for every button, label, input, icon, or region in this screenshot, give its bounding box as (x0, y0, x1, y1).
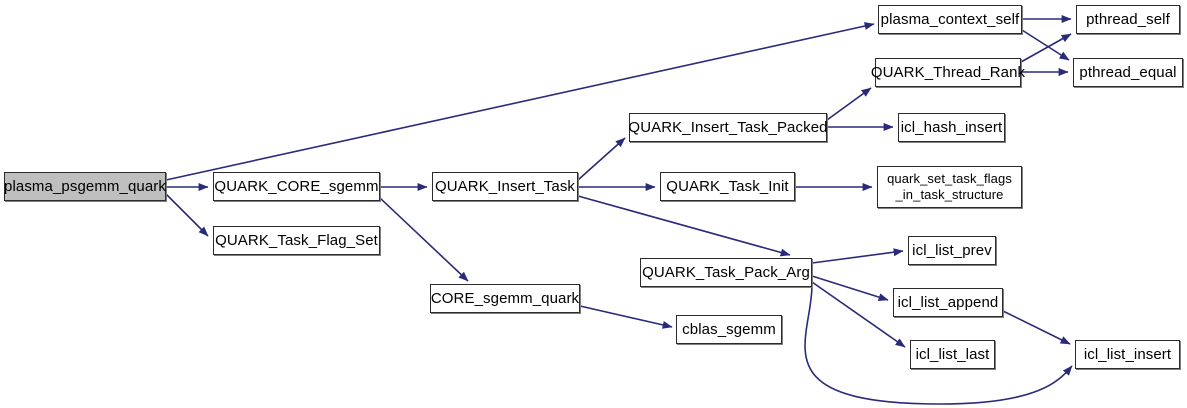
node-label-quark_set_task_flags: quark_set_task_flags _in_task_structure (887, 171, 1012, 202)
node-quark_set_task_flags[interactable]: quark_set_task_flags _in_task_structure (877, 166, 1022, 208)
edge-QUARK_Insert_Task-to-QUARK_Insert_Task_Packed (577, 137, 626, 181)
node-label-icl_list_last: icl_list_last (915, 346, 990, 363)
node-icl_list_prev[interactable]: icl_list_prev (908, 236, 996, 265)
node-label-QUARK_Task_Init: QUARK_Task_Init (666, 178, 789, 195)
node-icl_hash_insert[interactable]: icl_hash_insert (898, 113, 1005, 142)
node-label-icl_list_insert: icl_list_insert (1083, 346, 1172, 363)
node-QUARK_Task_Pack_Arg[interactable]: QUARK_Task_Pack_Arg (640, 258, 812, 287)
node-plasma_psgemm_quark[interactable]: plasma_psgemm_quark (4, 172, 166, 201)
edge-QUARK_Task_Pack_Arg-to-icl_list_prev (811, 248, 904, 264)
edge-QUARK_Insert_Task_Packed-to-QUARK_Thread_Rank (826, 87, 872, 121)
node-QUARK_Task_Flag_Set[interactable]: QUARK_Task_Flag_Set (213, 226, 380, 255)
node-QUARK_CORE_sgemm[interactable]: QUARK_CORE_sgemm (213, 172, 380, 201)
node-label-pthread_equal: pthread_equal (1079, 64, 1177, 81)
node-icl_list_insert[interactable]: icl_list_insert (1075, 340, 1180, 369)
node-label-QUARK_Insert_Task: QUARK_Insert_Task (434, 178, 576, 195)
node-label-QUARK_Thread_Rank: QUARK_Thread_Rank (870, 64, 1026, 81)
node-label-plasma_context_self: plasma_context_self (880, 11, 1020, 28)
node-label-QUARK_Task_Flag_Set: QUARK_Task_Flag_Set (215, 232, 378, 249)
edge-QUARK_Task_Pack_Arg-to-icl_list_append (811, 275, 889, 301)
node-pthread_self[interactable]: pthread_self (1076, 5, 1180, 34)
node-label-plasma_psgemm_quark: plasma_psgemm_quark (4, 178, 166, 195)
node-plasma_context_self[interactable]: plasma_context_self (878, 5, 1022, 34)
node-label-pthread_self: pthread_self (1086, 11, 1170, 28)
node-label-icl_list_append: icl_list_append (897, 294, 999, 311)
node-label-icl_list_prev: icl_list_prev (912, 242, 992, 259)
node-label-cblas_sgemm: cblas_sgemm (682, 321, 776, 338)
node-icl_list_last[interactable]: icl_list_last (910, 340, 995, 369)
node-CORE_sgemm_quark[interactable]: CORE_sgemm_quark (430, 284, 580, 313)
edge-QUARK_CORE_sgemm-to-CORE_sgemm_quark (379, 197, 469, 282)
edge-QUARK_Insert_Task-to-QUARK_Task_Pack_Arg (577, 195, 791, 257)
edge-plasma_psgemm_quark-to-plasma_context_self (165, 22, 875, 181)
edge-CORE_sgemm_quark-to-cblas_sgemm (579, 305, 673, 329)
edge-QUARK_Thread_Rank-to-pthread_self (1020, 33, 1072, 63)
node-QUARK_Insert_Task[interactable]: QUARK_Insert_Task (432, 172, 578, 201)
node-label-CORE_sgemm_quark: CORE_sgemm_quark (430, 290, 580, 307)
edge-plasma_psgemm_quark-to-QUARK_Task_Flag_Set (165, 193, 209, 237)
node-label-QUARK_CORE_sgemm: QUARK_CORE_sgemm (214, 178, 379, 195)
node-QUARK_Insert_Task_Packed[interactable]: QUARK_Insert_Task_Packed (628, 113, 828, 142)
node-pthread_equal[interactable]: pthread_equal (1073, 58, 1183, 87)
node-cblas_sgemm[interactable]: cblas_sgemm (676, 315, 782, 344)
node-label-QUARK_Insert_Task_Packed: QUARK_Insert_Task_Packed (628, 119, 828, 136)
node-icl_list_append[interactable]: icl_list_append (893, 288, 1003, 317)
edge-icl_list_append-to-icl_list_insert (1002, 310, 1071, 345)
edge-plasma_context_self-to-pthread_equal (1021, 29, 1070, 61)
node-QUARK_Task_Init[interactable]: QUARK_Task_Init (660, 172, 795, 201)
node-label-QUARK_Task_Pack_Arg: QUARK_Task_Pack_Arg (642, 264, 810, 281)
edge-QUARK_Task_Pack_Arg-to-icl_list_last (811, 281, 906, 348)
node-label-icl_hash_insert: icl_hash_insert (900, 119, 1003, 136)
node-QUARK_Thread_Rank[interactable]: QUARK_Thread_Rank (871, 58, 1025, 87)
